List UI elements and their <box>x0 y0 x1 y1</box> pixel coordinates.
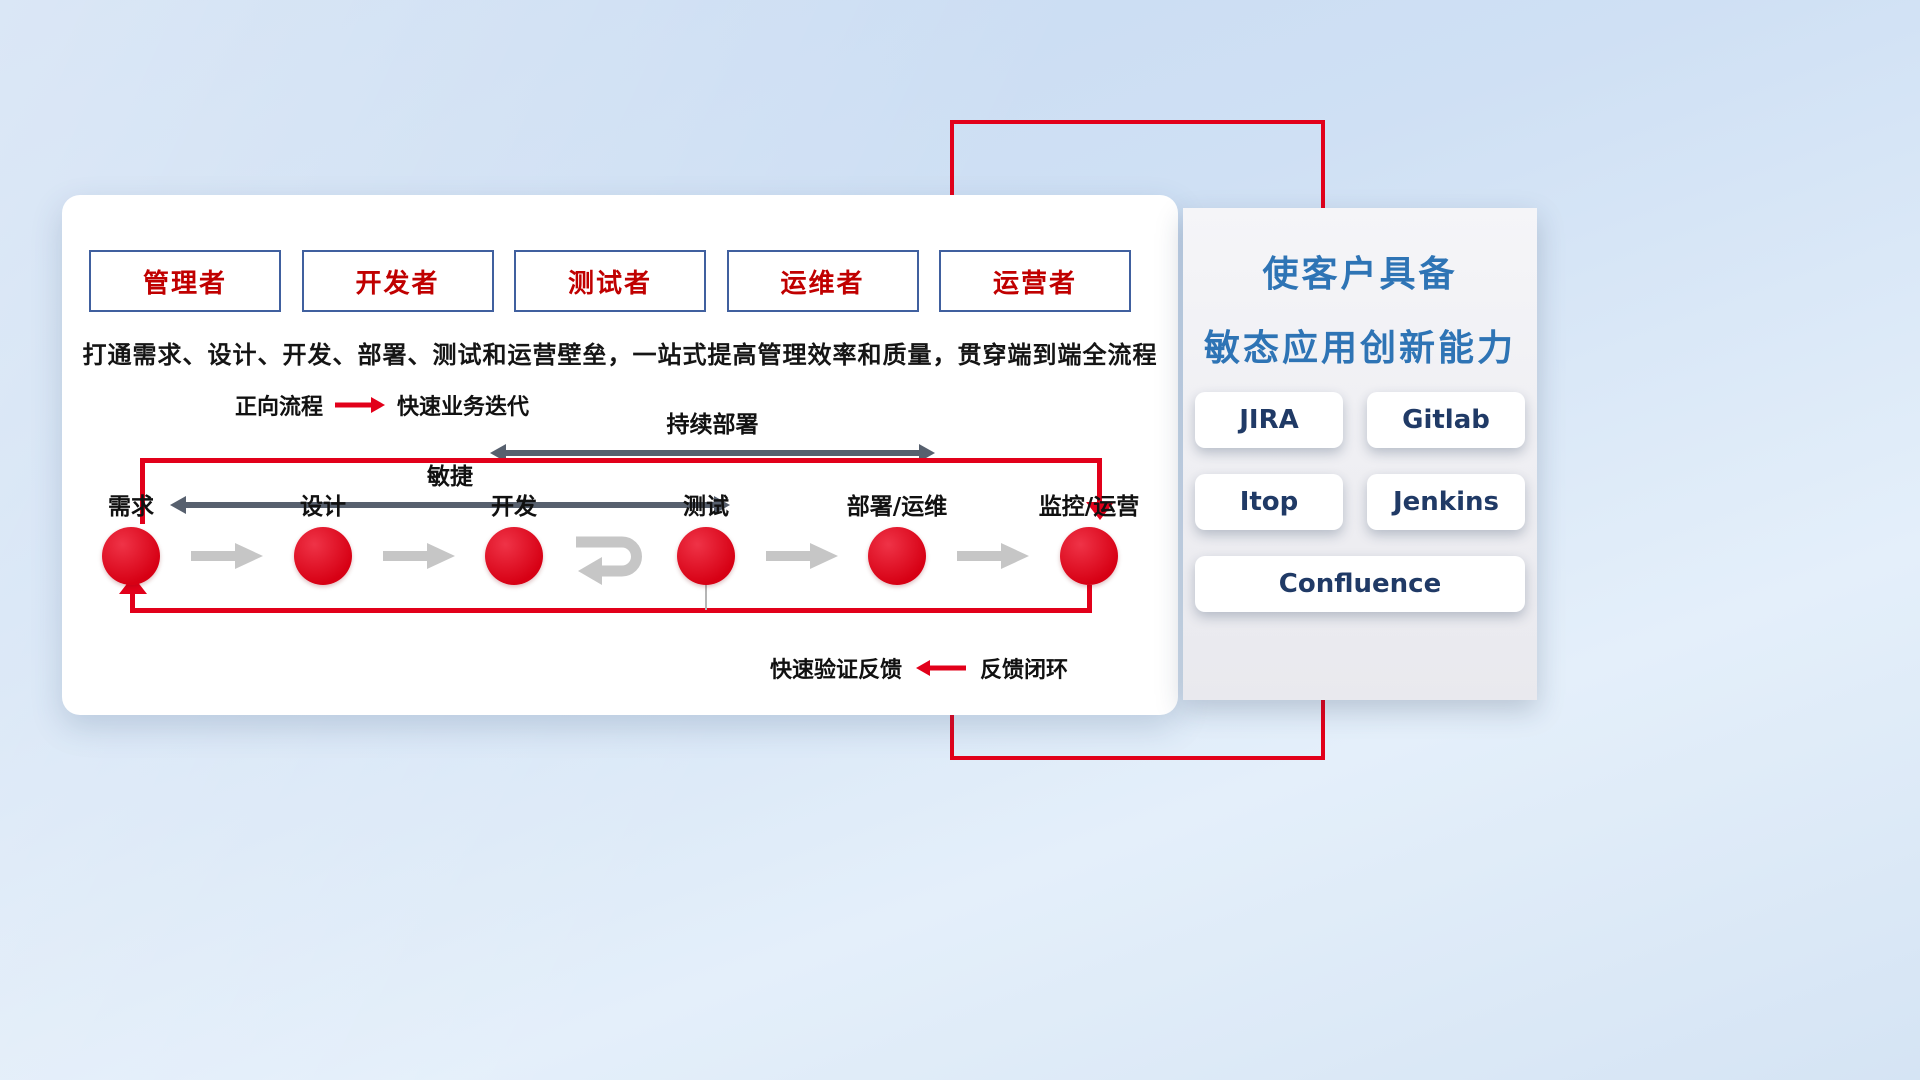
role-box-operator: 运营者 <box>939 250 1131 312</box>
tool-chip-gitlab: Gitlab <box>1367 392 1525 448</box>
role-box-ops: 运维者 <box>726 250 919 312</box>
stage-label: 设计 <box>300 494 346 520</box>
flow-arrow-icon <box>957 543 1029 569</box>
continuous-deploy-arrow-icon <box>490 444 935 462</box>
panel-title: 使客户具备 敏态应用创新能力 <box>1183 208 1537 386</box>
stage-label: 需求 <box>108 494 154 520</box>
role-box-manager: 管理者 <box>89 250 281 312</box>
agile-label: 敏捷 <box>427 464 473 490</box>
forward-arrow-icon <box>335 397 386 413</box>
stage-label: 测试 <box>683 494 729 520</box>
continuous-deploy-span: 持续部署 <box>490 405 935 462</box>
tool-chip-itop: Itop <box>1195 474 1343 530</box>
forward-loop-left <box>140 458 145 524</box>
flow-subtitle: 打通需求、设计、开发、部署、测试和运营壁垒，一站式提高管理效率和质量，贯穿端到端… <box>82 341 1158 369</box>
stage-develop: 开发 <box>434 492 594 585</box>
stage-circle <box>677 527 735 585</box>
stage-design: 设计 <box>243 492 403 585</box>
continuous-deploy-label: 持续部署 <box>666 412 759 438</box>
flow-arrow-icon <box>766 543 838 569</box>
feedback-arrow-icon <box>916 660 967 676</box>
legend-feedback-desc: 反馈闭环 <box>980 658 1069 683</box>
stage-label: 开发 <box>491 494 537 520</box>
test-feedback-connector <box>705 582 707 610</box>
stage-requirements: 需求 <box>51 492 211 585</box>
feedback-loop-right <box>1087 585 1092 610</box>
legend-forward-desc: 快速业务迭代 <box>397 395 530 420</box>
flow-arrow-icon <box>383 543 455 569</box>
forward-loop-arrowhead-icon <box>1086 502 1114 520</box>
role-box-developer: 开发者 <box>301 250 494 312</box>
capability-panel: 使客户具备 敏态应用创新能力 JIRA Gitlab Itop Jenkins … <box>1183 208 1537 700</box>
tool-chip-jenkins: Jenkins <box>1367 474 1525 530</box>
devops-flow-card: 管理者 开发者 测试者 运维者 运营者 打通需求、设计、开发、部署、测试和运营壁… <box>62 195 1178 715</box>
tool-chip-jira: JIRA <box>1195 392 1343 448</box>
agile-arrow-icon <box>170 496 730 514</box>
stage-monitor-ops: 监控/运营 <box>1009 492 1169 585</box>
stage-circle <box>485 527 543 585</box>
legend-feedback: 快速验证反馈 反馈闭环 <box>770 653 1068 683</box>
legend-forward: 正向流程 快速业务迭代 <box>235 390 529 420</box>
stage-circle <box>102 527 160 585</box>
legend-forward-label: 正向流程 <box>235 395 324 420</box>
stage-test: 测试 <box>626 492 786 585</box>
stage-circle <box>868 527 926 585</box>
flow-arrow-icon <box>191 543 263 569</box>
iteration-loop-icon <box>576 536 642 585</box>
panel-title-line2: 敏态应用创新能力 <box>1203 328 1516 369</box>
stage-label: 部署/运维 <box>846 494 948 520</box>
stage-circle <box>294 527 352 585</box>
forward-loop-right <box>1097 458 1102 502</box>
panel-title-line1: 使客户具备 <box>1262 254 1458 295</box>
legend-feedback-label: 快速验证反馈 <box>770 658 903 683</box>
role-box-tester: 测试者 <box>514 250 706 312</box>
stage-circle <box>1060 527 1118 585</box>
stage-deploy-ops: 部署/运维 <box>817 492 977 585</box>
tool-chip-confluence: Confluence <box>1195 556 1525 612</box>
feedback-loop-left <box>130 593 135 610</box>
roles-row: 管理者 开发者 测试者 运维者 运营者 <box>89 250 1131 312</box>
feedback-loop-line <box>130 608 1092 613</box>
agile-span: 敏捷 <box>170 457 730 514</box>
forward-loop-line <box>140 458 1102 463</box>
stage-label: 监控/运营 <box>1038 494 1140 520</box>
